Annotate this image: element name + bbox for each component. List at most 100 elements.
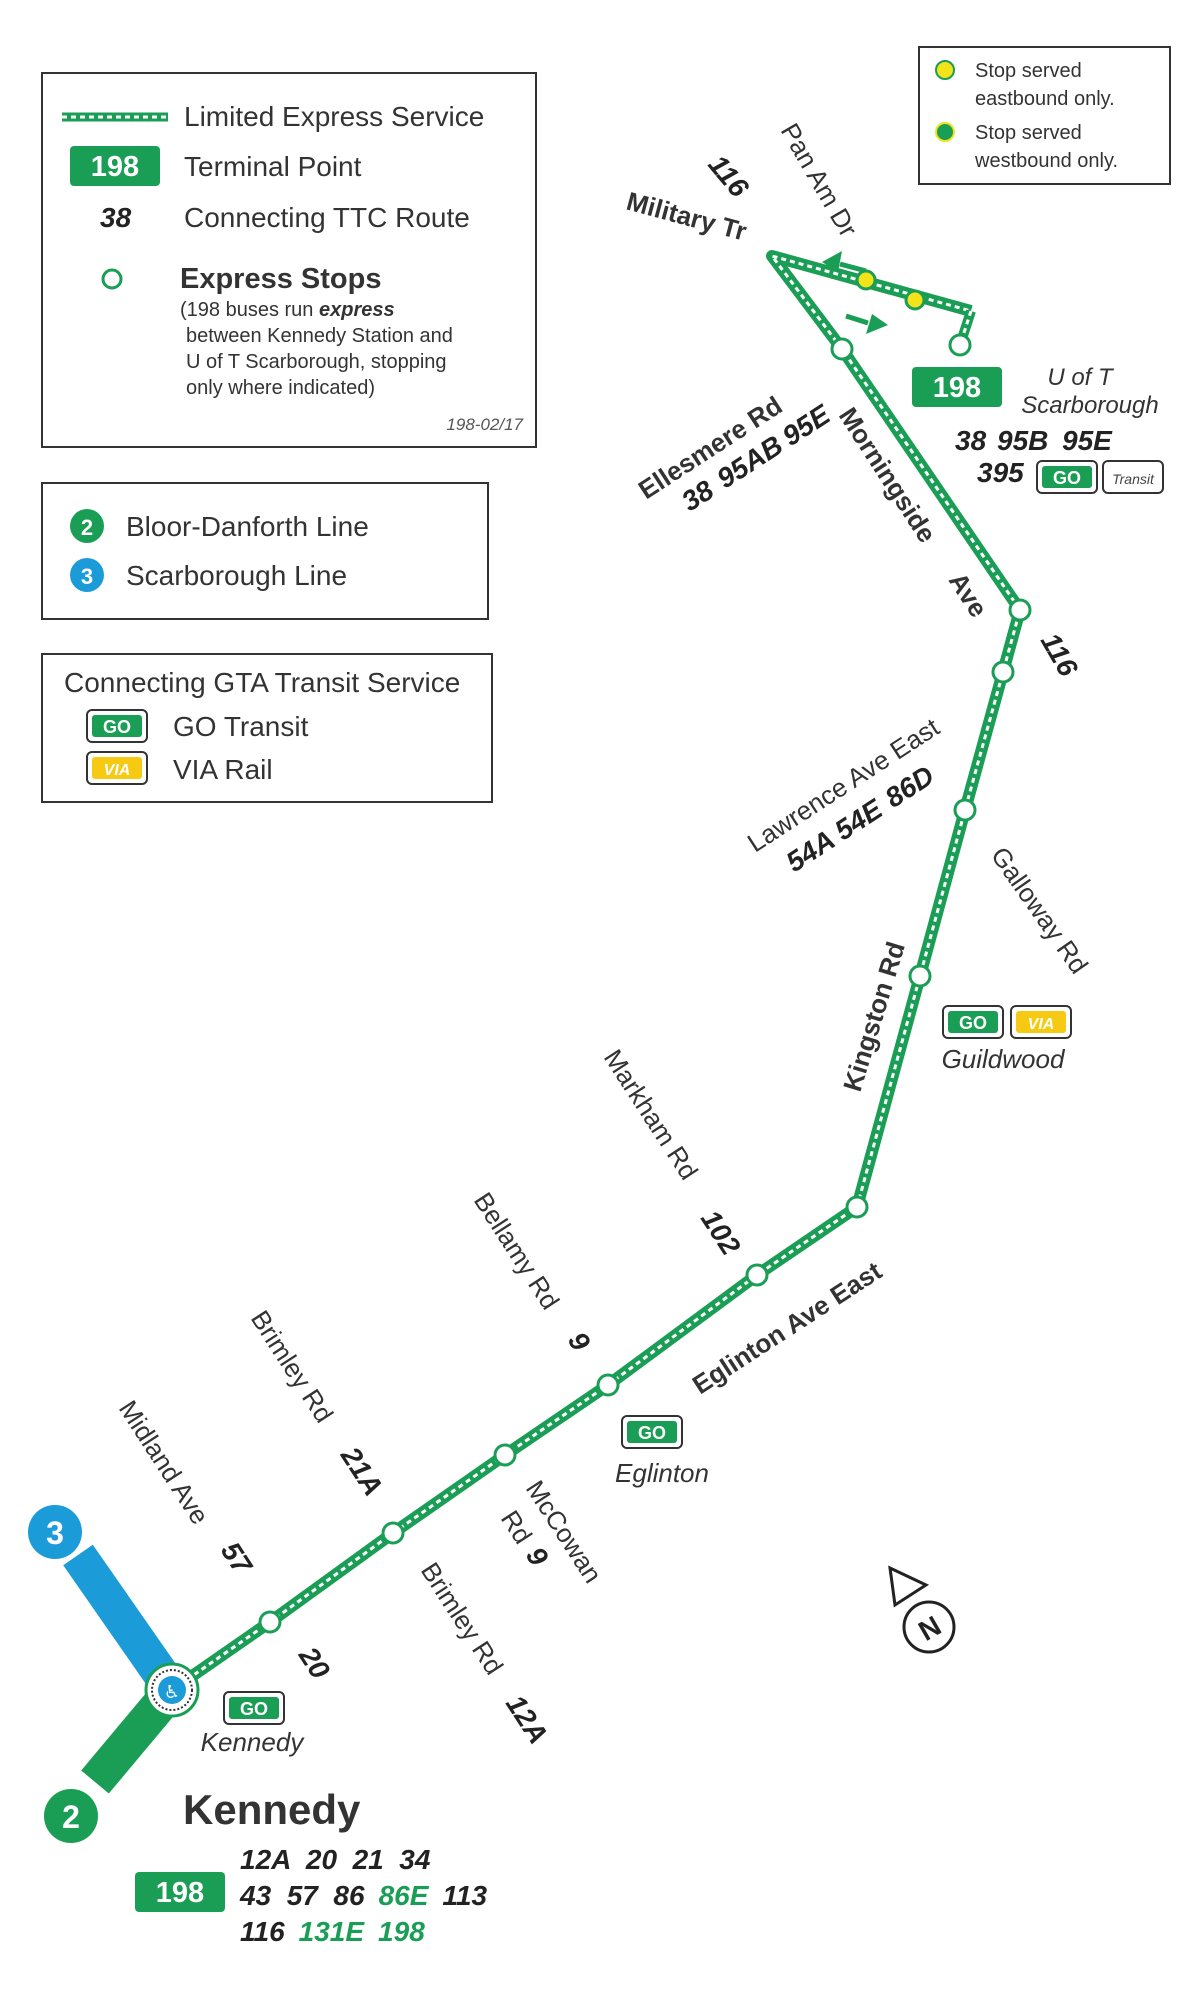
legend-express-note-2: between Kennedy Station and [186, 325, 453, 347]
station-eglinton: Eglinton [615, 1458, 709, 1488]
eastbound-arrow-icon [866, 314, 888, 334]
street-morningside-ave: Ave [943, 567, 994, 623]
svg-text:Stop served: Stop served [975, 60, 1082, 82]
route-20: 20 [292, 1641, 336, 1685]
street-brimley-rd-north: Brimley Rd [245, 1305, 339, 1428]
street-midland-ave: Midland Ave [113, 1395, 215, 1530]
gta-legend-title: Connecting GTA Transit Service [64, 667, 460, 698]
stop-guildwood[interactable] [908, 964, 932, 988]
legend-express-stop-icon [101, 268, 123, 290]
brimley-route-12a: 12A [500, 1689, 554, 1749]
uoft-route-395: 395 [977, 457, 1024, 488]
route-116-kingston: 116 [1035, 628, 1084, 683]
svg-text:2: 2 [62, 1799, 80, 1835]
stop-bellamy[interactable] [596, 1373, 620, 1397]
svg-text:VIA: VIA [104, 762, 131, 779]
station-uoft-line2: Scarborough [1021, 392, 1158, 419]
street-ellesmere-group: Ellesmere Rd 38 95AB 95E [633, 390, 837, 517]
line2-terminus-icon [44, 1789, 98, 1843]
stop-morningside-south[interactable] [991, 660, 1015, 684]
station-kennedy-title: Kennedy [183, 1786, 361, 1833]
stop-mccowan[interactable] [493, 1443, 517, 1467]
uoft-route-38: 38 [955, 425, 987, 456]
svg-text:GO: GO [103, 717, 131, 737]
westbound-stop-icon [935, 122, 955, 142]
uoft-route-95e: 95E [1062, 425, 1113, 456]
line3-icon [70, 558, 104, 592]
stop-kingston-eglinton[interactable] [845, 1195, 869, 1219]
stop-markham[interactable] [745, 1263, 769, 1287]
legend-gta-transit: Connecting GTA Transit Service GO GO Tra… [41, 653, 493, 803]
legend-subway-lines: 2 Bloor-Danforth Line 3 Scarborough Line [41, 482, 489, 620]
stop-eastbound-only-1[interactable] [855, 269, 877, 291]
station-guildwood: Guildwood [942, 1044, 1066, 1074]
street-markham-rd: Markham Rd [598, 1044, 704, 1185]
markham-route-102: 102 [695, 1204, 747, 1260]
go-transit-label: GO Transit [173, 711, 309, 742]
stop-uoft-terminal[interactable] [948, 333, 972, 357]
bellamy-route-9: 9 [562, 1326, 597, 1356]
street-lawrence-group: Lawrence Ave East 54A 54E 86D [742, 711, 945, 877]
uoft-terminal-badge [912, 367, 1002, 407]
street-pan-am-dr: Pan Am Dr [775, 118, 864, 242]
svg-text:Transit: Transit [1112, 471, 1155, 487]
svg-text:GO: GO [240, 1699, 268, 1719]
via-rail-label: VIA Rail [173, 754, 273, 785]
route-stops: ♿ [144, 269, 1032, 1718]
westbound-arrow-icon [822, 251, 842, 272]
svg-text:GO: GO [638, 1423, 666, 1443]
uoft-route-95b: 95B [997, 425, 1048, 456]
durham-transit-icon [1102, 460, 1164, 494]
north-arrow-icon: N [888, 1565, 956, 1654]
legend-express-note-3: U of T Scarborough, stopping [186, 351, 447, 373]
legend-limited-express-label: Limited Express Service [184, 101, 484, 132]
street-brimley-rd-south: Brimley Rd [415, 1557, 509, 1680]
svg-text:♿: ♿ [164, 1682, 180, 1703]
svg-text:3: 3 [46, 1515, 64, 1551]
svg-text:198: 198 [156, 1877, 204, 1909]
legend-connecting-sample: 38 [100, 202, 132, 233]
ellesmere-route-95e: 95E [777, 398, 837, 452]
legend-route-symbols: Limited Express Service 198 Terminal Poi… [41, 72, 537, 448]
svg-text:eastbound only.: eastbound only. [975, 88, 1115, 110]
route-116-north: 116 [702, 149, 755, 203]
street-bellamy-rd: Bellamy Rd [468, 1187, 566, 1315]
line2-icon [70, 509, 104, 543]
svg-text:198: 198 [933, 372, 981, 404]
street-galloway-rd: Galloway Rd [985, 841, 1094, 979]
station-uoft-line1: U of T [1047, 364, 1115, 391]
legend-connecting-route-label: Connecting TTC Route [184, 202, 470, 233]
eastbound-stop-icon [935, 60, 955, 80]
kennedy-routes-row1: 12A 20 21 34 [240, 1844, 431, 1875]
mccowan-route-9: 9 [520, 1541, 555, 1571]
brimley-route-21a: 21A [334, 1441, 389, 1502]
stop-lawrence[interactable] [953, 798, 977, 822]
svg-text:VIA: VIA [1028, 1016, 1055, 1033]
kennedy-terminal-badge [135, 1872, 225, 1912]
svg-text:2: 2 [81, 515, 93, 540]
stop-midland[interactable] [258, 1610, 282, 1634]
station-kennedy-small: Kennedy [201, 1727, 306, 1757]
stop-eastbound-only-2[interactable] [904, 289, 926, 311]
stop-morningside-kingston[interactable] [1008, 598, 1032, 622]
legend-express-stops-title: Express Stops [180, 263, 381, 295]
line3-terminus-icon [28, 1505, 82, 1559]
legend-express-note-1: (198 buses run express [180, 299, 395, 321]
stop-ellesmere[interactable] [830, 337, 854, 361]
svg-text:westbound only.: westbound only. [974, 150, 1118, 172]
svg-text:Stop served: Stop served [975, 122, 1082, 144]
line2-name: Bloor-Danforth Line [126, 511, 369, 542]
street-eglinton-ave-east: Eglinton Ave East [687, 1255, 887, 1400]
svg-text:3: 3 [81, 564, 93, 589]
legend-terminal-badge: 198 [91, 151, 139, 183]
accessible-icon [158, 1676, 186, 1704]
legend-express-note-4: only where indicated) [186, 377, 375, 399]
svg-text:GO: GO [1053, 468, 1081, 488]
line3-name: Scarborough Line [126, 560, 347, 591]
svg-text:GO: GO [959, 1013, 987, 1033]
legend-terminal-point-label: Terminal Point [184, 151, 362, 182]
stop-brimley[interactable] [381, 1521, 405, 1545]
